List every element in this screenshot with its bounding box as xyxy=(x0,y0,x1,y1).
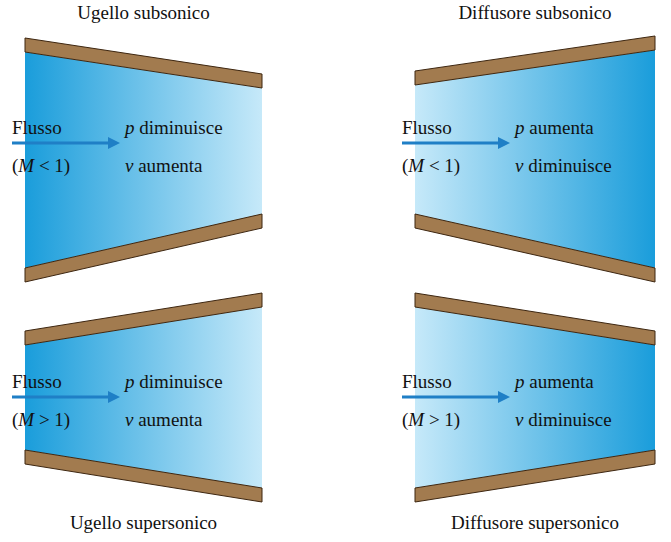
pressure-label: p aumenta xyxy=(515,118,594,138)
duct-drawing xyxy=(335,292,671,542)
panel-title: Diffusore subsonico xyxy=(458,3,611,23)
panel-title: Ugello subsonico xyxy=(77,3,209,23)
duct-drawing xyxy=(335,0,671,292)
flow-arrowhead xyxy=(498,137,510,149)
duct-panel: Diffusore supersonico Flusso (M > 1) p aume… xyxy=(335,292,671,542)
duct-panel: Ugello subsonicoFlusso (M < 1) p diminuisc… xyxy=(0,0,335,292)
pressure-label: p diminuisce xyxy=(125,372,223,392)
duct-panel: Diffusore subsonicoFlusso (M < 1) p aument… xyxy=(335,0,671,292)
mach-label: (M > 1) xyxy=(12,410,70,430)
flow-label: Flusso xyxy=(12,372,62,392)
velocity-label: v diminuisce xyxy=(515,410,612,430)
velocity-label: v diminuisce xyxy=(515,156,612,176)
duct-wall xyxy=(415,450,655,502)
duct-drawing xyxy=(0,0,335,292)
duct-wall xyxy=(25,214,262,282)
mach-label: (M < 1) xyxy=(12,156,70,176)
flow-arrow xyxy=(402,142,502,145)
flow-arrow xyxy=(12,142,112,145)
flow-arrow xyxy=(402,396,502,399)
pressure-label: p aumenta xyxy=(515,372,594,392)
flow-arrowhead xyxy=(498,391,510,403)
duct-wall xyxy=(415,293,655,345)
flow-arrowhead xyxy=(108,391,120,403)
duct-wall xyxy=(25,450,262,502)
duct-wall xyxy=(25,293,262,345)
velocity-label: v aumenta xyxy=(125,156,203,176)
flow-arrow xyxy=(12,396,112,399)
duct-wall xyxy=(415,214,655,282)
flow-arrowhead xyxy=(108,137,120,149)
flow-label: Flusso xyxy=(402,372,452,392)
flow-label: Flusso xyxy=(402,118,452,138)
duct-panel: Ugello supersonico Flusso (M > 1) p diminui… xyxy=(0,292,335,542)
duct-wall xyxy=(415,36,655,85)
flow-label: Flusso xyxy=(12,118,62,138)
pressure-label: p diminuisce xyxy=(125,118,223,138)
mach-label: (M > 1) xyxy=(402,410,460,430)
velocity-label: v aumenta xyxy=(125,410,203,430)
panel-title: Ugello supersonico xyxy=(70,513,217,533)
mach-label: (M < 1) xyxy=(402,156,460,176)
panel-title: Diffusore supersonico xyxy=(451,513,619,533)
duct-wall xyxy=(25,38,262,88)
